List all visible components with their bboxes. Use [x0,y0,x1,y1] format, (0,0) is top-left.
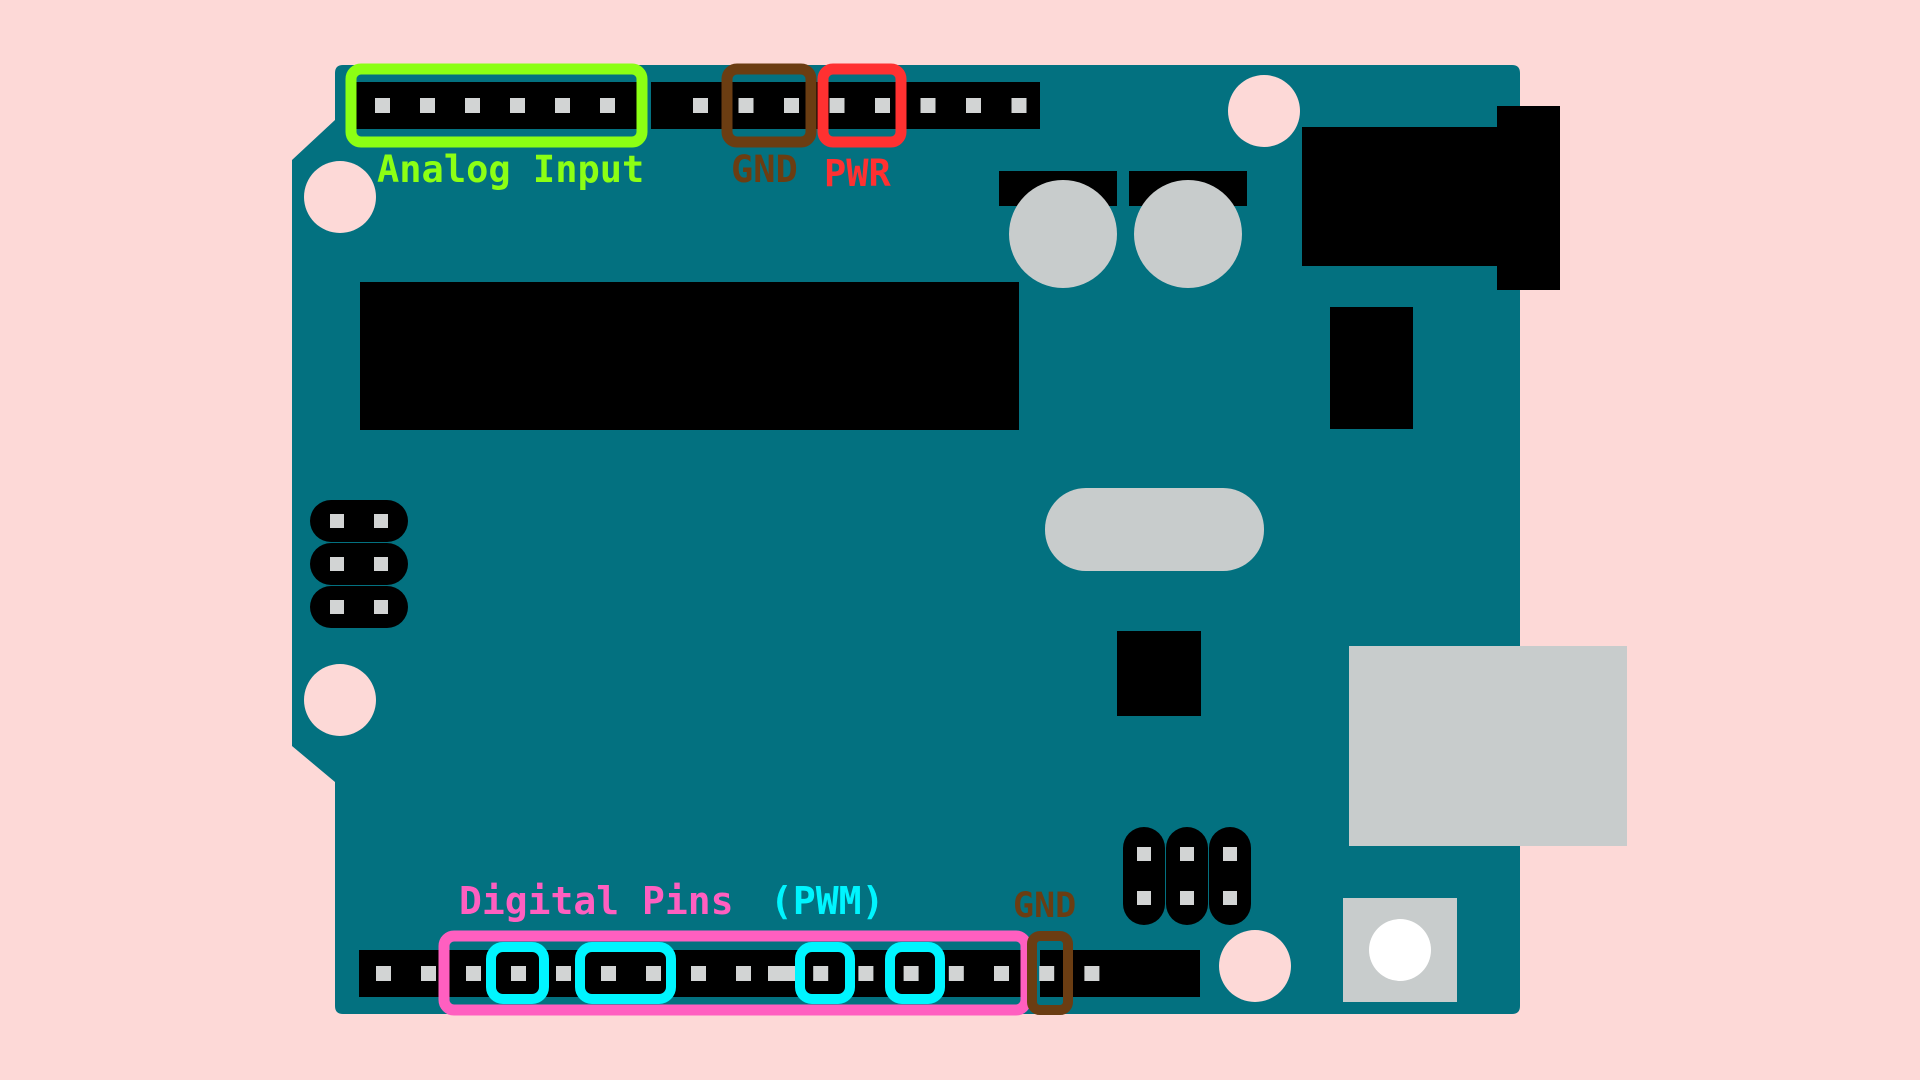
digital-pins-label: Digital Pins [459,879,734,923]
icsp-pin [1223,847,1237,861]
digital-pin [511,966,526,981]
analog-input-highlight [345,63,648,148]
analog-input-label: Analog Input [377,148,644,191]
voltage-regulator [1330,307,1413,429]
gnd-bottom-label: GND [1013,886,1076,926]
power-pin [829,98,845,113]
digital-pin [1039,966,1055,981]
icsp-pin [374,514,388,528]
reset-button [1369,919,1431,981]
icsp-header-right [1123,827,1251,925]
digital-pin [948,966,964,981]
analog-pin [510,98,525,113]
digital-pin [781,966,796,981]
digital-pin [421,966,436,981]
power-jack-rear [1497,106,1560,290]
icsp-right-col-2 [1166,827,1208,925]
power-pin [920,98,936,113]
icsp-pin [330,557,344,571]
digital-pins-highlight [438,930,1032,1016]
icsp-pin [1137,891,1151,905]
power-pin [875,98,890,113]
pwr-label: PWR [824,152,892,195]
analog-pin [420,98,435,113]
small-chip [1117,631,1201,716]
capacitor-1 [1009,180,1117,288]
digital-pin [768,966,783,981]
icsp-left-row-1 [310,500,408,542]
icsp-pin [1180,847,1194,861]
analog-header [355,82,642,129]
digital-pin [376,966,391,981]
power-header [651,82,1040,129]
digital-pin [858,966,874,981]
power-pin [966,98,981,113]
pwm-label: (PWM) [770,879,884,923]
power-pin [693,98,708,113]
digital-pin [1084,966,1100,981]
digital-pin [646,966,661,981]
digital-pin [813,966,829,981]
pwr-highlight [817,63,907,148]
icsp-right-col-3 [1209,827,1251,925]
icsp-left-row-3 [310,586,408,628]
icsp-pin [1137,847,1151,861]
digital-pin [903,966,919,981]
mounting-hole-bottom-left [304,664,376,736]
icsp-header-left [310,500,408,628]
power-jack-body [1302,127,1512,266]
analog-pin [555,98,570,113]
digital-pin [466,966,481,981]
gnd-bottom-highlight [1027,931,1073,1015]
icsp-pin [330,514,344,528]
capacitor-2 [1134,180,1242,288]
power-pin [784,98,799,113]
digital-pin [736,966,751,981]
crystal-oscillator [1045,488,1264,571]
pwm-highlight-3 [795,942,855,1004]
digital-pin [691,966,706,981]
gnd-top-highlight [721,63,817,148]
microcontroller-chip [360,282,1019,430]
power-pin [738,98,754,113]
icsp-pin [1180,891,1194,905]
power-pin [1011,98,1027,113]
header-pins [375,98,1100,981]
mounting-hole-top-left [304,161,376,233]
analog-pin [600,98,615,113]
analog-pin [465,98,480,113]
icsp-right-col-1 [1123,827,1165,925]
icsp-pin [374,600,388,614]
pwm-highlight-4 [885,942,945,1004]
digital-pin [601,966,616,981]
icsp-left-row-2 [310,543,408,585]
digital-pin [556,966,571,981]
icsp-pin [1223,891,1237,905]
pwm-highlight-1 [486,942,549,1004]
icsp-pin [374,557,388,571]
icsp-pin [330,600,344,614]
digital-pin [994,966,1009,981]
mounting-hole-bottom-right [1219,930,1291,1002]
gnd-top-label: GND [731,148,798,191]
pwm-highlight-2 [575,942,676,1004]
mounting-hole-top-right [1228,75,1300,147]
usb-port [1349,646,1627,846]
analog-pin [375,98,390,113]
